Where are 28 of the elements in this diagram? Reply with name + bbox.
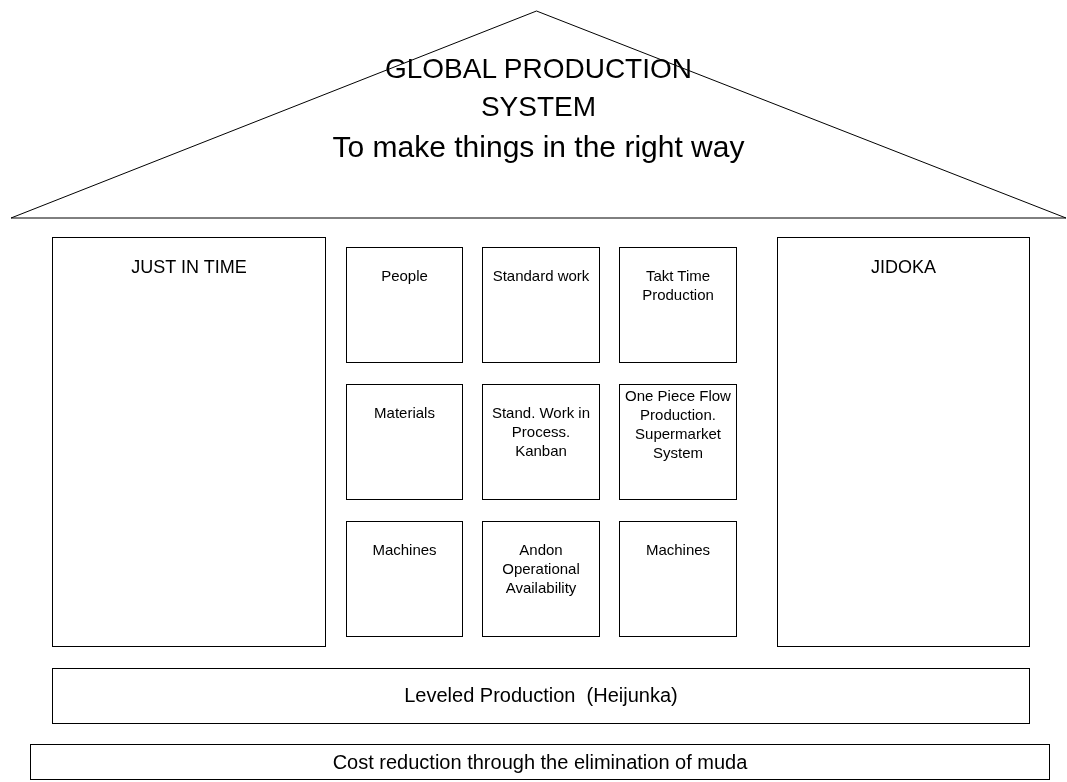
foundation-bar (52, 668, 1030, 724)
element-box (346, 521, 463, 637)
box-label: Standard work (491, 266, 591, 285)
roof-subtitle: To make things in the right way (332, 129, 745, 165)
box-label: Materials (373, 403, 436, 422)
box-label: Stand. Work in Process. Kanban (490, 403, 592, 460)
element-box (619, 247, 737, 363)
element-box (482, 247, 600, 363)
box-label: Leveled Production (Heijunka) (403, 683, 679, 708)
box-label: JUST IN TIME (130, 256, 248, 279)
base-bar (30, 744, 1050, 780)
box-label: People (380, 266, 429, 285)
pillar-box (777, 237, 1030, 647)
box-label: Machines (371, 540, 438, 559)
element-box (346, 384, 463, 500)
box-label: Cost reduction through the elimination of muda (331, 750, 749, 775)
element-box (482, 521, 600, 637)
box-label: Takt Time Production (641, 266, 715, 304)
pillar-box (52, 237, 326, 647)
roof-title: GLOBAL PRODUCTION SYSTEM (384, 52, 693, 124)
box-label: Machines (644, 540, 712, 559)
element-box (619, 384, 737, 500)
box-label: JIDOKA (870, 256, 937, 279)
element-box (482, 384, 600, 500)
box-label: Andon Operational Availability (501, 540, 581, 597)
element-box (346, 247, 463, 363)
box-label: One Piece Flow Production. Supermarket System (624, 386, 732, 462)
element-box (619, 521, 737, 637)
